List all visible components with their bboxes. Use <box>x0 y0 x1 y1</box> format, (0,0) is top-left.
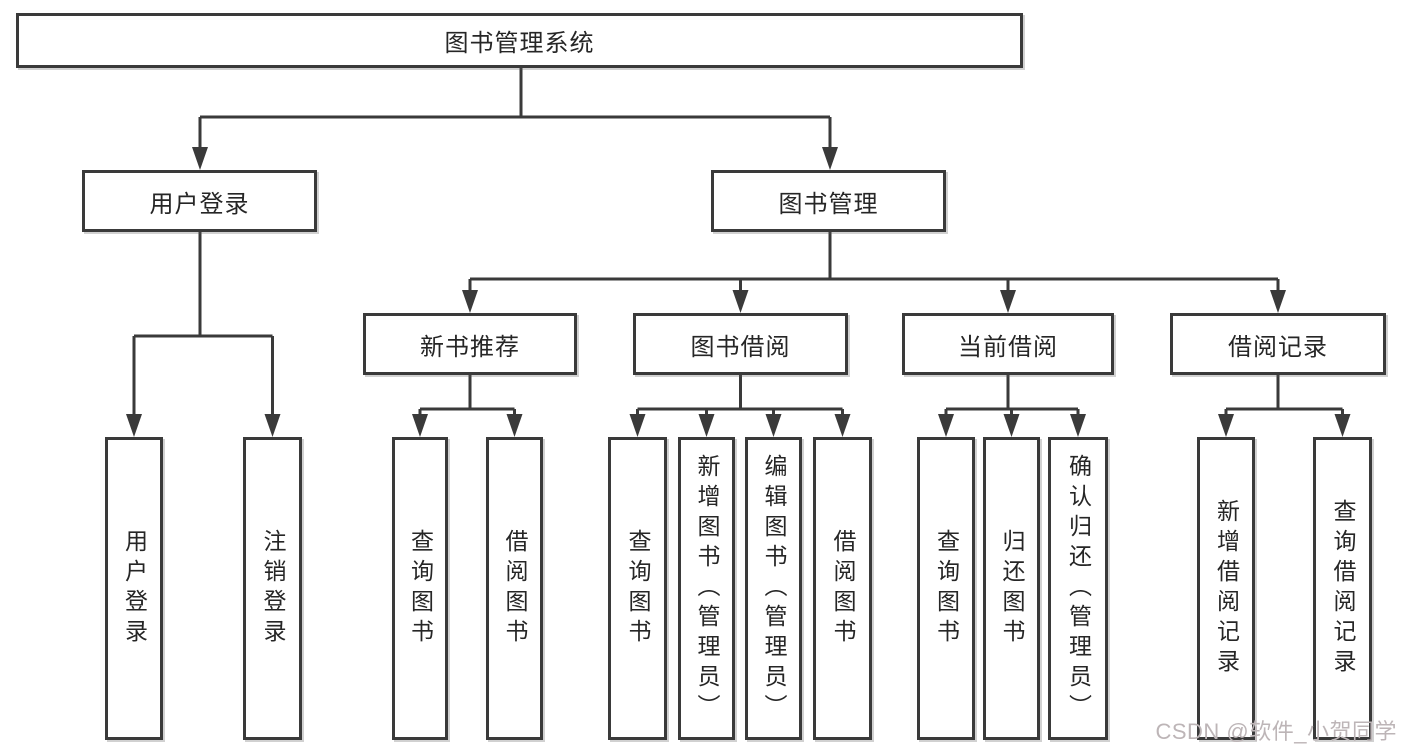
leaf-borrow-add-book-admin: 新增图书（管理员） <box>678 437 735 740</box>
node-book-management: 图书管理 <box>711 170 946 232</box>
node-book-borrowing: 图书借阅 <box>633 313 848 375</box>
leaf-record-add-borrow-record: 新增借阅记录 <box>1197 437 1255 740</box>
leaf-borrow-borrow-book: 借阅图书 <box>813 437 872 740</box>
node-user-login: 用户登录 <box>82 170 317 232</box>
node-current-borrowing: 当前借阅 <box>902 313 1114 375</box>
leaf-recommend-query-book: 查询图书 <box>392 437 448 740</box>
leaf-current-return-book: 归还图书 <box>983 437 1040 740</box>
leaf-current-confirm-return-admin: 确认归还（管理员） <box>1048 437 1108 740</box>
leaf-current-query-book: 查询图书 <box>917 437 975 740</box>
node-root-system: 图书管理系统 <box>16 13 1023 68</box>
leaf-record-query-borrow-record: 查询借阅记录 <box>1313 437 1372 740</box>
node-borrowing-records: 借阅记录 <box>1170 313 1386 375</box>
node-new-book-recommendation: 新书推荐 <box>363 313 577 375</box>
csdn-watermark: CSDN @软件_小贺同学 <box>1155 719 1397 744</box>
leaf-borrow-edit-book-admin: 编辑图书（管理员） <box>745 437 802 740</box>
leaf-logout: 注销登录 <box>243 437 302 740</box>
leaf-borrow-query-book: 查询图书 <box>608 437 667 740</box>
leaf-user-login: 用户登录 <box>105 437 163 740</box>
leaf-recommend-borrow-book: 借阅图书 <box>486 437 543 740</box>
